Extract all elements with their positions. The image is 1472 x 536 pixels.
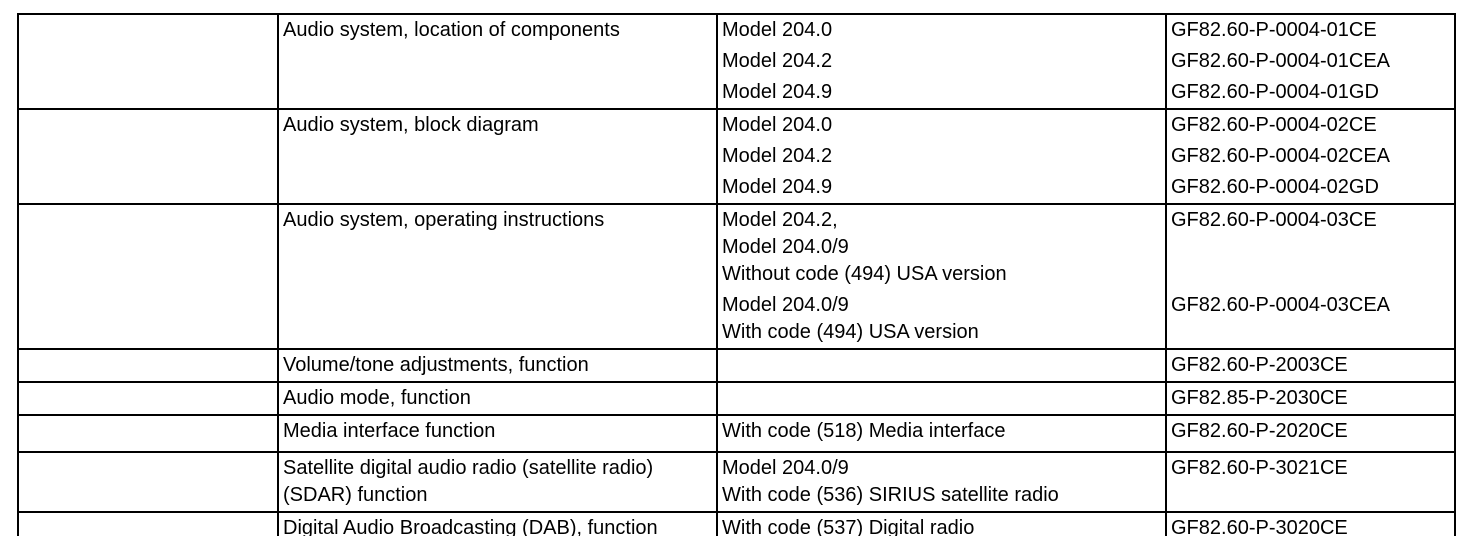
model-block: Model 204.9 <box>722 79 1161 106</box>
document-code-text: GF82.60-P-0004-03CE <box>1171 209 1377 231</box>
model-text: Model 204.0/9 <box>722 236 849 258</box>
document-code-text: GF82.60-P-0004-01GD <box>1171 81 1379 103</box>
document-code-text: GF82.60-P-0004-01CE <box>1171 19 1377 41</box>
model-text: With code (518) Media interface <box>722 420 1006 442</box>
model-text: Model 204.0/9 <box>722 294 849 316</box>
spacer-cell <box>17 203 279 350</box>
description-cell: Audio mode, function <box>277 381 718 416</box>
description-text: Volume/tone adjustments, function <box>283 354 589 376</box>
spacer-cell <box>17 13 279 110</box>
model-cell: With code (537) Digital radio <box>716 511 1167 536</box>
model-text: With code (537) Digital radio <box>722 517 975 536</box>
description-text: Media interface function <box>283 420 496 442</box>
model-text: Model 204.0 <box>722 114 833 136</box>
spacer-cell <box>17 511 279 536</box>
description-text: Satellite digital audio radio (satellite… <box>283 457 654 479</box>
document-code-text: GF82.60-P-0004-02CE <box>1171 114 1377 136</box>
code-cell: GF82.60-P-0004-02CE GF82.60-P-0004-02CEA G… <box>1165 108 1456 205</box>
description-cell: Satellite digital audio radio (satellite… <box>277 451 718 513</box>
description-text: Audio system, block diagram <box>283 114 539 136</box>
description-cell: Audio system, operating instructions <box>277 203 718 350</box>
document-code-text: GF82.85-P-2030CE <box>1171 387 1348 409</box>
model-block: With code (537) Digital radio <box>722 515 1161 536</box>
code-cell: GF82.60-P-3021CE <box>1165 451 1456 513</box>
document-code-text: GF82.60-P-0004-02CEA <box>1171 145 1391 167</box>
model-text: Without code (494) USA version <box>722 263 1007 285</box>
model-text: With code (494) USA version <box>722 321 979 343</box>
model-text: Model 204.2, <box>722 209 838 231</box>
model-cell <box>716 348 1167 383</box>
document-code-text: GF82.60-P-3020CE <box>1171 517 1348 536</box>
model-text: With code (536) SIRIUS satellite radio <box>722 484 1059 506</box>
table-row: Volume/tone adjustments, function GF82.60… <box>17 348 1456 383</box>
description-text: Audio system, operating instructions <box>283 209 605 231</box>
document-code-text: GF82.60-P-3021CE <box>1171 457 1348 479</box>
model-cell: With code (518) Media interface <box>716 414 1167 453</box>
model-text: Model 204.2 <box>722 145 833 167</box>
code-cell: GF82.60-P-2003CE <box>1165 348 1456 383</box>
description-text: Digital Audio Broadcasting (DAB), functi… <box>283 517 658 536</box>
document-code-text: GF82.60-P-0004-02GD <box>1171 176 1379 198</box>
description-cell: Volume/tone adjustments, function <box>277 348 718 383</box>
model-block: Model 204.0 <box>722 112 1161 139</box>
table-row: Media interface function With code (518) … <box>17 414 1456 453</box>
model-text: Model 204.9 <box>722 81 833 103</box>
table-row: Digital Audio Broadcasting (DAB), functi… <box>17 511 1456 536</box>
model-block <box>722 385 1161 412</box>
model-text: Model 204.2 <box>722 50 833 72</box>
description-cell: Audio system, block diagram <box>277 108 718 205</box>
model-block: Model 204.2 <box>722 143 1161 170</box>
model-text: Model 204.9 <box>722 176 833 198</box>
description-cell: Digital Audio Broadcasting (DAB), functi… <box>277 511 718 536</box>
model-block <box>722 352 1161 379</box>
spacer-cell <box>17 348 279 383</box>
model-block: With code (518) Media interface <box>722 418 1161 445</box>
code-cell: GF82.60-P-2020CE <box>1165 414 1456 453</box>
spacer-cell <box>17 381 279 416</box>
description-cell: Audio system, location of components <box>277 13 718 110</box>
description-text: Audio mode, function <box>283 387 471 409</box>
document-code-text: GF82.60-P-2020CE <box>1171 420 1348 442</box>
document-code-text: GF82.60-P-0004-03CEA <box>1171 294 1391 316</box>
table-row: Satellite digital audio radio (satellite… <box>17 451 1456 513</box>
model-text: Model 204.0/9 <box>722 457 849 479</box>
document-code-text: GF82.60-P-2003CE <box>1171 354 1348 376</box>
table-row: Audio mode, function GF82.85-P-2030CE <box>17 381 1456 416</box>
model-block: Model 204.2 <box>722 48 1161 75</box>
spacer-cell <box>17 108 279 205</box>
spacer-cell <box>17 414 279 453</box>
model-text: Model 204.0 <box>722 19 833 41</box>
document-code-text: GF82.60-P-0004-01CEA <box>1171 50 1391 72</box>
code-cell: GF82.60-P-0004-03CE GF82.60-P-0004-03CEA <box>1165 203 1456 350</box>
model-block: Model 204.0 <box>722 17 1161 44</box>
code-cell: GF82.85-P-2030CE <box>1165 381 1456 416</box>
code-cell: GF82.60-P-3020CE <box>1165 511 1456 536</box>
description-cell: Media interface function <box>277 414 718 453</box>
model-cell <box>716 381 1167 416</box>
code-cell: GF82.60-P-0004-01CE GF82.60-P-0004-01CEA G… <box>1165 13 1456 110</box>
description-text: (SDAR) function <box>283 484 428 506</box>
description-text: Audio system, location of components <box>283 19 620 41</box>
spacer-cell <box>17 451 279 513</box>
model-block: Model 204.9 <box>722 174 1161 201</box>
